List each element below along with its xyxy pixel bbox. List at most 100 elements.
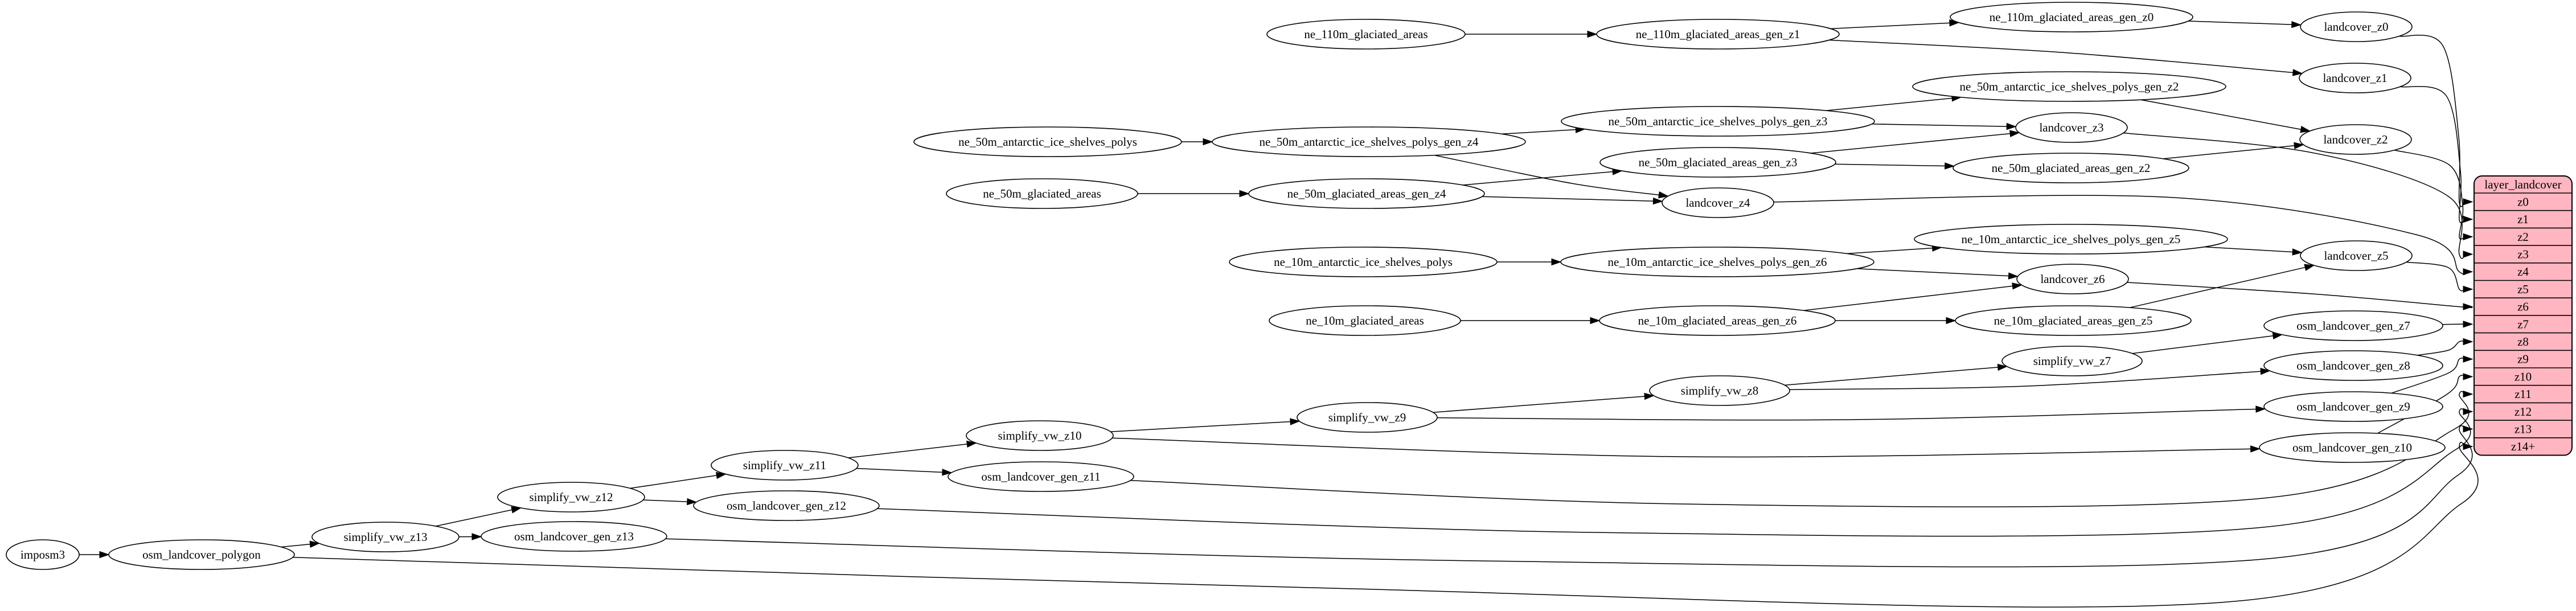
table-row-z10: z10 (2515, 370, 2532, 383)
node-ellipse-osm-landcover-gen-z7 (2263, 310, 2443, 341)
arrowhead-edge-ne-50m-antarctic-ice-shelves-polys-to-ne-50m-antarctic-ice-shelves-polys-gen-z4 (1203, 138, 1213, 146)
node-label-ne-50m-antarctic-ice-shelves-polys: ne_50m_antarctic_ice_shelves_polys (958, 135, 1137, 149)
node-ellipse-ne-110m-glaciated-areas (1266, 19, 1466, 50)
edge-simplify-vw-z8-to-osm-landcover-gen-z8 (1789, 371, 2263, 390)
edge-landcover-z1-to-row-z1 (2399, 86, 2466, 224)
node-label-simplify-vw-z13: simplify_vw_z13 (344, 530, 428, 544)
arrowhead-edge-landcover-z1-to-row-z1 (2463, 215, 2474, 223)
node-label-osm-landcover-gen-z9: osm_landcover_gen_z9 (2296, 400, 2410, 413)
node-label-ne-10m-glaciated-areas: ne_10m_glaciated_areas (1306, 314, 1424, 327)
node-ellipse-osm-landcover-gen-z10 (2259, 432, 2446, 463)
node-ne-10m-antarctic-ice-shelves-polys: ne_10m_antarctic_ice_shelves_polys (1229, 247, 1498, 277)
node-label-landcover-z3: landcover_z3 (2039, 121, 2103, 134)
edge-ne-110m-glaciated-areas-gen-z1-to-ne-110m-glaciated-areas-gen-z0 (1831, 22, 1952, 30)
node-label-ne-50m-glaciated-areas-gen-z4: ne_50m_glaciated_areas_gen_z4 (1287, 187, 1446, 200)
node-ne-110m-glaciated-areas-gen-z0: ne_110m_glaciated_areas_gen_z0 (1950, 2, 2193, 32)
table-row-z14plus: z14+ (2511, 440, 2535, 453)
table-row-z13: z13 (2515, 422, 2532, 436)
node-ellipse-landcover-z5 (2300, 240, 2413, 271)
arrowhead-edge-ne-10m-antarctic-ice-shelves-polys-to-ne-10m-antarctic-ice-shelves-polys-gen-z6 (1551, 258, 1562, 266)
node-osm-landcover-gen-z9: osm_landcover_gen_z9 (2263, 391, 2443, 422)
node-label-ne-50m-glaciated-areas-gen-z2: ne_50m_glaciated_areas_gen_z2 (1992, 161, 2151, 175)
edge-landcover-z2-to-row-z2 (2394, 149, 2466, 240)
arrowhead-edge-osm-landcover-gen-z13-to-row-z13 (2463, 425, 2474, 433)
arrowhead-edge-landcover-z5-to-row-z5 (2463, 285, 2474, 293)
node-label-ne-10m-glaciated-areas-gen-z6: ne_10m_glaciated_areas_gen_z6 (1638, 314, 1797, 327)
edge-landcover-z3-to-row-z3 (2123, 132, 2466, 259)
node-ellipse-ne-10m-glaciated-areas-gen-z6 (1599, 305, 1836, 336)
node-label-ne-50m-antarctic-ice-shelves-polys-gen-z2: ne_50m_antarctic_ice_shelves_polys_gen_z… (1960, 80, 2179, 93)
edge-simplify-vw-z12-to-osm-landcover-gen-z12 (643, 499, 690, 502)
node-ellipse-ne-50m-glaciated-areas-gen-z4 (1248, 178, 1485, 209)
node-ellipse-simplify-vw-z13 (311, 522, 460, 552)
edge-osm-landcover-gen-z11-to-row-z11 (1130, 391, 2470, 507)
node-label-simplify-vw-z11: simplify_vw_z11 (743, 458, 826, 472)
node-ne-10m-glaciated-areas-gen-z5: ne_10m_glaciated_areas_gen_z5 (1955, 305, 2192, 336)
node-ellipse-osm-landcover-polygon (108, 539, 295, 570)
table-row-z7: z7 (2517, 317, 2529, 331)
node-ellipse-ne-110m-glaciated-areas-gen-z0 (1950, 2, 2193, 32)
node-ellipse-ne-50m-antarctic-ice-shelves-polys-gen-z2 (1912, 71, 2226, 102)
node-label-osm-landcover-gen-z7: osm_landcover_gen_z7 (2296, 319, 2410, 333)
node-ne-10m-glaciated-areas: ne_10m_glaciated_areas (1269, 305, 1461, 336)
node-label-landcover-z1: landcover_z1 (2323, 71, 2387, 85)
arrowhead-edge-simplify-vw-z10-to-simplify-vw-z9 (1290, 418, 1301, 425)
edge-simplify-vw-z13-to-simplify-vw-z12 (436, 509, 515, 527)
node-ne-50m-glaciated-areas: ne_50m_glaciated_areas (946, 178, 1138, 209)
arrowhead-edge-ne-10m-glaciated-areas-gen-z6-to-ne-10m-glaciated-areas-gen-z5 (1946, 317, 1956, 325)
node-ellipse-ne-10m-glaciated-areas (1269, 305, 1461, 336)
node-label-ne-10m-glaciated-areas-gen-z5: ne_10m_glaciated_areas_gen_z5 (1994, 314, 2153, 327)
edge-osm-landcover-polygon-to-simplify-vw-z13 (281, 543, 313, 548)
node-label-ne-50m-antarctic-ice-shelves-polys-gen-z3: ne_50m_antarctic_ice_shelves_polys_gen_z… (1609, 114, 1828, 128)
node-ellipse-ne-50m-antarctic-ice-shelves-polys (913, 126, 1182, 157)
node-ellipse-simplify-vw-z8 (1649, 375, 1790, 406)
node-label-simplify-vw-z9: simplify_vw_z9 (1328, 411, 1406, 424)
arrowhead-edge-simplify-vw-z9-to-osm-landcover-gen-z9 (2255, 405, 2266, 413)
node-ellipse-landcover-z3 (2015, 112, 2128, 143)
node-landcover-z2: landcover_z2 (2299, 124, 2412, 155)
node-ne-110m-glaciated-areas: ne_110m_glaciated_areas (1266, 19, 1466, 50)
node-ellipse-osm-landcover-gen-z11 (947, 461, 1134, 492)
node-ellipse-landcover-z2 (2299, 124, 2412, 155)
node-osm-landcover-polygon: osm_landcover_polygon (108, 539, 295, 570)
node-ellipse-osm-landcover-gen-z12 (693, 490, 880, 521)
node-label-landcover-z0: landcover_z0 (2324, 20, 2388, 34)
edge-osm-landcover-gen-z10-to-row-z10 (2377, 375, 2466, 434)
node-ellipse-ne-110m-glaciated-areas-gen-z1 (1596, 19, 1840, 50)
arrowhead-edge-simplify-vw-z10-to-osm-landcover-gen-z10 (2250, 445, 2261, 453)
edge-ne-50m-glaciated-areas-gen-z4-to-landcover-z4 (1482, 196, 1656, 202)
node-label-ne-10m-antarctic-ice-shelves-polys-gen-z5: ne_10m_antarctic_ice_shelves_polys_gen_z… (1962, 232, 2181, 246)
node-simplify-vw-z11: simplify_vw_z11 (711, 450, 859, 481)
node-label-simplify-vw-z12: simplify_vw_z12 (530, 490, 613, 504)
node-ellipse-ne-10m-antarctic-ice-shelves-polys (1229, 247, 1498, 277)
arrowhead-edge-imposm3-to-osm-landcover-polygon (99, 551, 110, 559)
edge-simplify-vw-z10-to-osm-landcover-gen-z10 (1112, 437, 2253, 458)
edge-ne-50m-antarctic-ice-shelves-polys-gen-z3-to-landcover-z3 (1872, 124, 2009, 127)
arrowhead-edge-landcover-z3-to-row-z3 (2463, 251, 2474, 258)
node-label-ne-110m-glaciated-areas-gen-z0: ne_110m_glaciated_areas_gen_z0 (1990, 10, 2153, 24)
edge-simplify-vw-z7-to-osm-landcover-gen-z7 (2132, 335, 2276, 354)
node-landcover-z4: landcover_z4 (1662, 187, 1774, 218)
node-ellipse-imposm3 (6, 539, 80, 570)
node-label-imposm3: imposm3 (20, 548, 65, 561)
table-row-z12: z12 (2515, 405, 2532, 419)
node-ellipse-osm-landcover-gen-z9 (2263, 391, 2443, 422)
arrowhead-edge-ne-10m-glaciated-areas-to-ne-10m-glaciated-areas-gen-z6 (1590, 317, 1601, 325)
edge-ne-110m-glaciated-areas-gen-z1-to-landcover-z1 (1829, 39, 2295, 73)
edge-landcover-z4-to-row-z4 (1773, 195, 2466, 275)
node-label-simplify-vw-z8: simplify_vw_z8 (1681, 384, 1759, 397)
table-row-z5: z5 (2517, 282, 2529, 296)
table-row-z8: z8 (2517, 335, 2529, 348)
edge-landcover-z5-to-row-z5 (2406, 261, 2466, 292)
arrowhead-edge-ne-110m-glaciated-areas-gen-z0-to-landcover-z0 (2291, 20, 2302, 28)
node-ellipse-landcover-z1 (2299, 63, 2411, 93)
node-simplify-vw-z13: simplify_vw_z13 (311, 522, 460, 552)
arrowhead-edge-osm-landcover-gen-z7-to-row-z7 (2463, 321, 2474, 328)
arrowhead-edge-ne-50m-glaciated-areas-gen-z3-to-ne-50m-glaciated-areas-gen-z2 (1945, 162, 1955, 170)
node-osm-landcover-gen-z7: osm_landcover_gen_z7 (2263, 310, 2443, 341)
edge-osm-landcover-gen-z12-to-row-z12 (877, 408, 2471, 537)
edge-simplify-vw-z11-to-osm-landcover-gen-z11 (856, 468, 945, 473)
node-label-osm-landcover-gen-z10: osm_landcover_gen_z10 (2292, 441, 2412, 454)
edge-ne-10m-antarctic-ice-shelves-polys-gen-z6-to-landcover-z6 (1857, 268, 2011, 277)
